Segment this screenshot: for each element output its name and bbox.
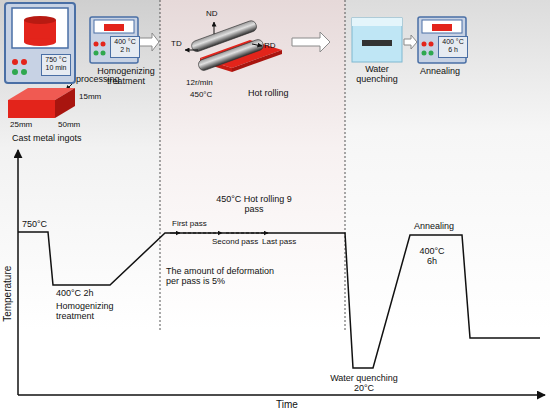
dimension: 15mm bbox=[79, 92, 101, 101]
step-label: 400°C 2h bbox=[56, 288, 94, 298]
note: The amount of deformation per pass is 5% bbox=[166, 266, 288, 287]
temperature: 750°C bbox=[22, 219, 47, 229]
temperature: 450°C bbox=[190, 90, 212, 99]
display-text: 2 h bbox=[113, 46, 137, 54]
display-text: 400 °C bbox=[441, 38, 465, 46]
pass-label: Last pass bbox=[262, 237, 296, 246]
step-label: Annealing bbox=[414, 221, 454, 231]
stage-label: Homogenizing treatment bbox=[95, 66, 157, 87]
axis-title: Time bbox=[276, 399, 298, 411]
pass-label: First pass bbox=[172, 219, 207, 228]
stage-label: Water quenching bbox=[350, 64, 404, 85]
dimension: 25mm bbox=[10, 120, 32, 129]
axis-name: RD bbox=[264, 41, 276, 50]
axis-name: ND bbox=[206, 9, 218, 18]
part-name: Cast metal ingots bbox=[12, 133, 82, 143]
furnace-display: 400 °C6 h bbox=[438, 36, 468, 58]
display-text: 10 min bbox=[44, 64, 68, 72]
stage-label: Hot rolling bbox=[248, 88, 289, 98]
axis-name: TD bbox=[171, 39, 182, 48]
furnace-display: 400 °C2 h bbox=[110, 36, 140, 58]
furnace-display: 750 °C10 min bbox=[41, 54, 71, 76]
rolling-speed: 12r/min bbox=[186, 78, 213, 87]
pass-label: Second pass bbox=[212, 237, 258, 246]
display-text: 6 h bbox=[441, 46, 465, 54]
step-label: Homogenizing treatment bbox=[56, 301, 120, 322]
axis-title: Temperature bbox=[2, 264, 14, 324]
stage-label: Annealing bbox=[420, 66, 460, 76]
step-label: 450°C Hot rolling 9 pass bbox=[212, 194, 296, 215]
display-text: 750 °C bbox=[44, 56, 68, 64]
dimension: 50mm bbox=[58, 120, 80, 129]
step-label: 400°C 6h bbox=[416, 246, 448, 267]
display-text: 400 °C bbox=[113, 38, 137, 46]
step-label: Water quenching 20°C bbox=[326, 373, 402, 394]
